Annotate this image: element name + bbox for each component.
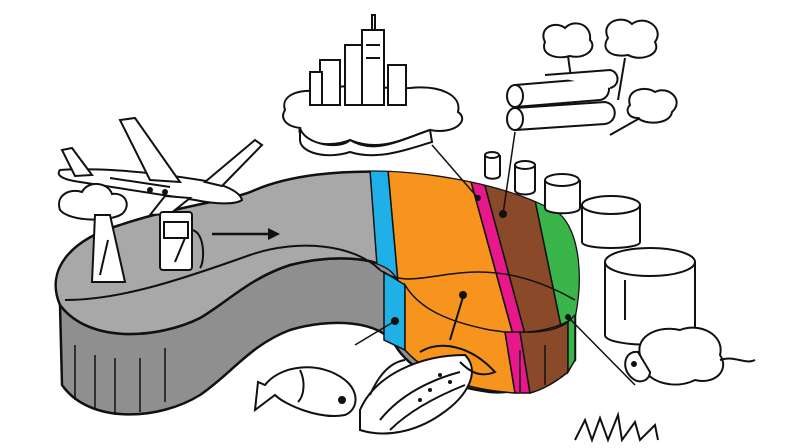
sheep-icon <box>625 328 755 385</box>
fish-icon <box>255 367 356 416</box>
log-pile-icon <box>507 70 618 130</box>
city-skyline-icon <box>283 15 462 155</box>
grass-icon <box>575 415 658 440</box>
